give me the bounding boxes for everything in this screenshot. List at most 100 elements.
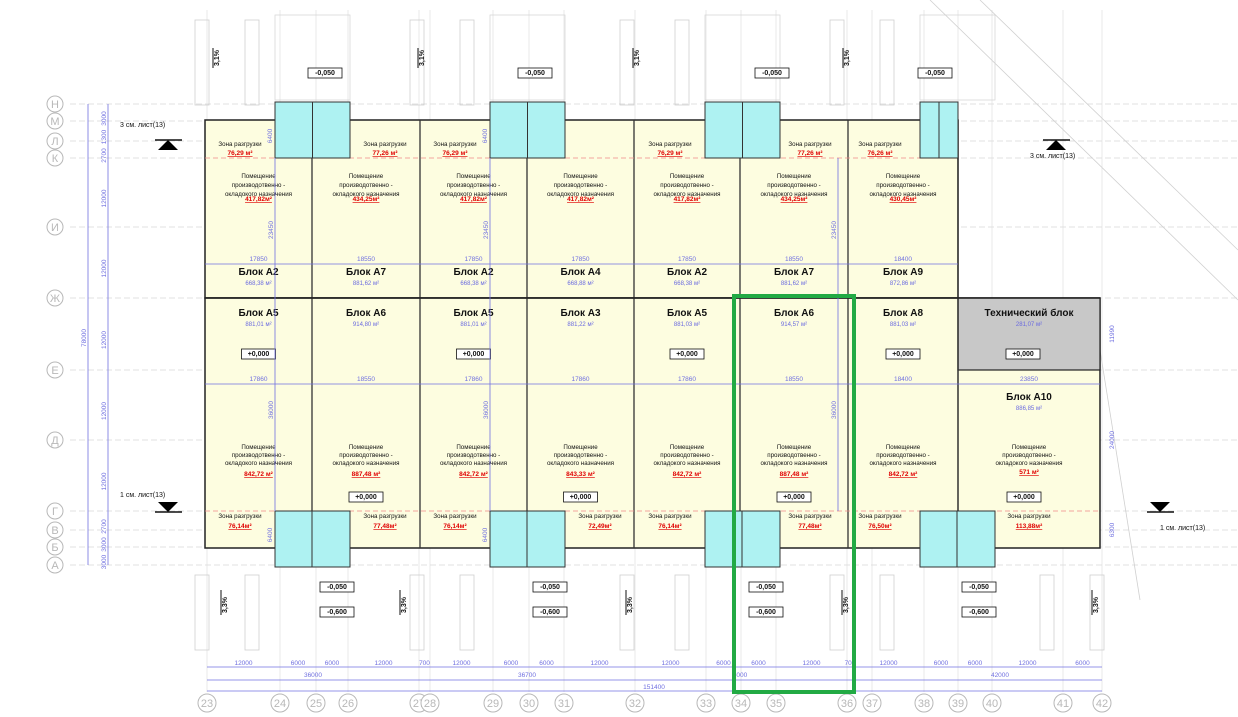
room-label: окладокого назначения (225, 191, 292, 198)
exterior-level: -0,050 (327, 584, 347, 591)
height-dimension: 23450 (483, 221, 490, 239)
grid-axis-bubble (1092, 693, 1112, 713)
tech-block-name: Технический блок (985, 307, 1075, 319)
block-area: 668,38 м² (674, 281, 700, 287)
room-area: 434,25м² (353, 196, 381, 203)
room-label: окладокого назначения (653, 460, 720, 467)
zone-label: Зона разгрузки (363, 513, 407, 520)
grid-axis-bubble (46, 95, 64, 113)
truck-outline (674, 574, 690, 651)
width-dimension: 12000 (374, 660, 392, 667)
height-dimension: 6400 (482, 128, 489, 143)
width-dimension: 12000 (590, 660, 608, 667)
zone-label: Зона разгрузки (858, 141, 902, 148)
section-marker-icon (1150, 502, 1170, 512)
room-label: Помещение (349, 173, 384, 180)
width-dimension: 12000 (661, 660, 679, 667)
height-dimension: 12000 (101, 402, 108, 420)
width-dimension: 12000 (1018, 660, 1036, 667)
ramp-area (919, 14, 996, 101)
exterior-level: -0,050 (969, 584, 989, 591)
slope-label: 3,3% (222, 596, 229, 613)
section-note: 3 см. лист(13) (1030, 153, 1075, 160)
width-dimension: 6000 (968, 660, 983, 667)
slope-label: 3,1% (419, 49, 426, 66)
grid-axis-bubble (914, 693, 934, 713)
grid-axis-letter: А (51, 560, 59, 572)
block-area: 881,03 м² (674, 322, 700, 328)
grid-axis-bubble (948, 693, 968, 713)
grid-axis-number: 39 (952, 698, 964, 710)
block-area: 881,22 м² (567, 322, 593, 328)
room-area: 843,33 м² (566, 471, 595, 478)
selection-highlight (732, 294, 856, 694)
block-name: Блок А6 (346, 308, 387, 319)
grid-axis-bubble (46, 502, 64, 520)
grid-axis-bubble (46, 132, 64, 150)
grid-axis-bubble (554, 693, 574, 713)
height-dimension: 12000 (101, 259, 108, 277)
width-dimension: 17860 (571, 376, 589, 383)
width-dimension: 36700 (518, 672, 536, 679)
road-edge (1099, 349, 1141, 601)
grid-axis-number: 30 (523, 698, 535, 710)
width-dimension: 17860 (249, 376, 267, 383)
section-note: 1 см. лист(13) (120, 492, 165, 499)
zone-label: Зона разгрузки (433, 513, 477, 520)
total-width-dimension: 151400 (643, 684, 665, 691)
grid-axis-number: 38 (918, 698, 930, 710)
height-dimension: 23450 (268, 221, 275, 239)
truck-outline (244, 574, 260, 651)
grid-axis-number: 41 (1057, 698, 1069, 710)
room-label: производотвенно - (876, 182, 930, 189)
grid-axis-bubble (46, 361, 64, 379)
grid-axis-number: 33 (700, 698, 712, 710)
width-dimension: 12000 (234, 660, 252, 667)
block-area: 881,03 м² (890, 322, 916, 328)
room-label: Помещение (456, 444, 491, 451)
exterior-level-box (307, 67, 343, 79)
grid-axis-bubble (46, 149, 64, 167)
grid-axis-letter: К (52, 153, 59, 165)
exterior-level: -0,050 (925, 70, 945, 77)
height-dimension: 36000 (268, 401, 275, 419)
room-label: окладокого назначения (225, 460, 292, 467)
width-dimension: 6000 (539, 660, 554, 667)
width-dimension: 17860 (464, 376, 482, 383)
room-label: окладокого назначения (760, 460, 827, 467)
block-name: Блок А10 (1006, 392, 1052, 403)
zone-area: 76,14м² (443, 523, 467, 530)
height-dimension: 2700 (101, 148, 108, 163)
truck-outline (1039, 574, 1055, 651)
room-label: Помещение (563, 444, 598, 451)
room-area: 887,48 м² (352, 471, 381, 478)
room-label: производотвенно - (660, 182, 714, 189)
width-dimension: 12000 (879, 660, 897, 667)
zone-label: Зона разгрузки (218, 513, 262, 520)
zone-area: 72,49м² (588, 523, 612, 530)
zone-label: Зона разгрузки (788, 141, 832, 148)
block-name: Блок А5 (238, 308, 279, 319)
block-name: Блок А2 (667, 267, 708, 278)
room-label: Помещение (349, 444, 384, 451)
exterior-level: -0,600 (969, 609, 989, 616)
truck-outline (409, 574, 425, 651)
level-mark: +0,000 (892, 351, 914, 358)
grid-axis-letter: Ж (50, 293, 60, 305)
slope-label: 3,3% (843, 596, 850, 613)
width-dimension: 36000 (304, 672, 322, 679)
grid-axis-bubble (270, 693, 290, 713)
truck-outline (879, 574, 895, 651)
level-mark: +0,000 (1012, 351, 1034, 358)
zone-area: 77,26 м² (797, 150, 823, 157)
width-dimension: 18550 (357, 376, 375, 383)
width-dimension: 700 (845, 660, 856, 667)
truck-outline (619, 574, 635, 651)
exterior-level-box (748, 606, 784, 618)
zone-label: Зона разгрузки (648, 141, 692, 148)
grid-axis-bubble (46, 112, 64, 130)
room-area: 434,25м² (781, 196, 809, 203)
width-dimension: 6000 (934, 660, 949, 667)
width-dimension: 17850 (678, 256, 696, 263)
